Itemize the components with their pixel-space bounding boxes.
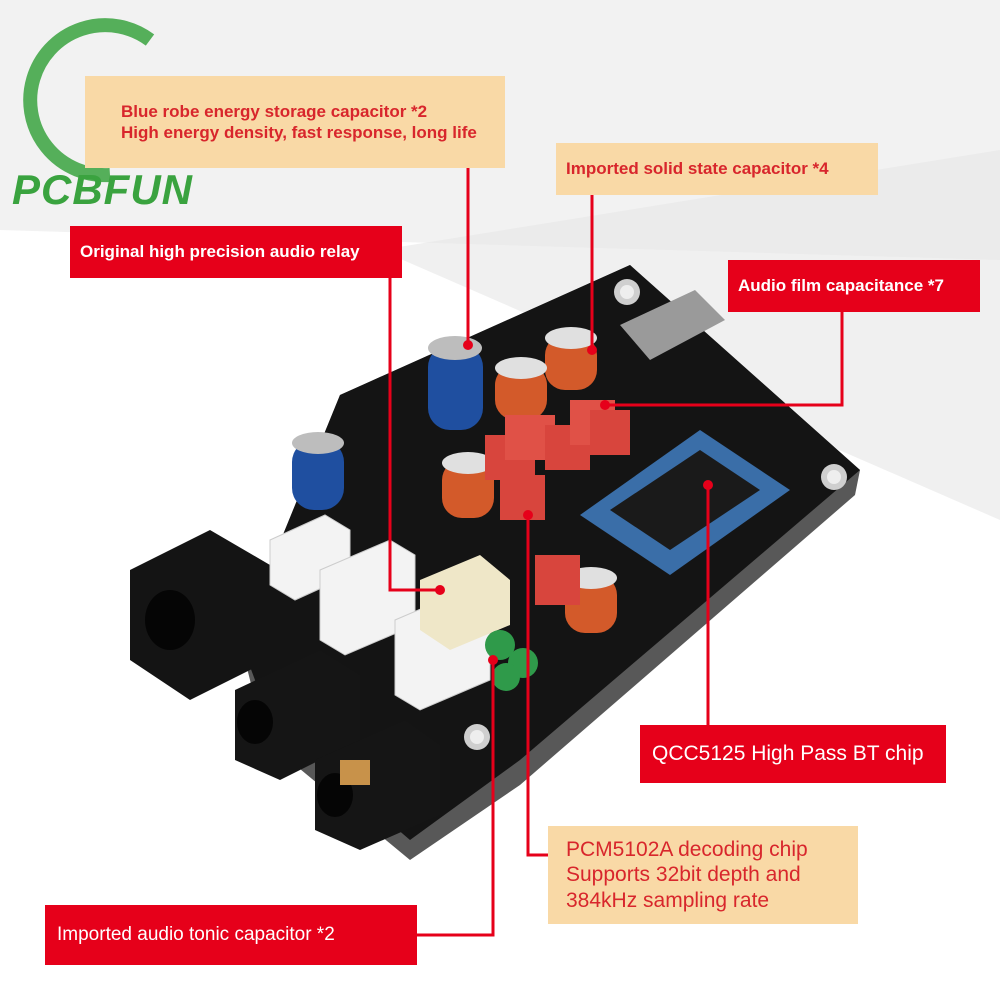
solid-capacitor-2	[495, 357, 547, 420]
callout-blue-robe-capacitor-line1: Blue robe energy storage capacitor *2	[121, 101, 428, 121]
callout-decoding-chip: PCM5102A decoding chip Supports 32bit de…	[548, 826, 858, 924]
leader-line-tonic-capacitor	[415, 660, 495, 937]
brand-logo-text: PCBFUN	[12, 166, 193, 213]
callout-solid-state-capacitor: Imported solid state capacitor *4	[556, 143, 878, 195]
callout-audio-relay: Original high precision audio relay	[70, 226, 402, 278]
leader-lines	[388, 165, 844, 937]
callout-blue-robe-capacitor: Blue robe energy storage capacitor *2 Hi…	[85, 76, 505, 168]
callout-bt-chip-text: QCC5125 High Pass BT chip	[652, 741, 924, 765]
leader-dots	[435, 340, 713, 665]
solid-capacitor-1	[545, 327, 597, 390]
audio-jack-2	[315, 720, 440, 850]
callout-tonic-capacitor-text: Imported audio tonic capacitor *2	[57, 924, 335, 946]
bt-module	[580, 430, 790, 575]
film-capacitors	[485, 400, 630, 605]
blue-capacitor-2	[292, 432, 344, 510]
solid-capacitor-3	[442, 452, 494, 518]
callout-bt-chip: QCC5125 High Pass BT chip	[640, 725, 946, 783]
callout-film-capacitance: Audio film capacitance *7	[728, 260, 980, 312]
audio-relay	[420, 555, 510, 650]
callout-solid-state-capacitor-text: Imported solid state capacitor *4	[566, 159, 829, 179]
tonic-capacitors	[485, 630, 538, 691]
leader-line-film-capacitance	[605, 310, 844, 407]
blue-capacitor-1	[428, 336, 483, 430]
callout-film-capacitance-text: Audio film capacitance *7	[738, 276, 944, 296]
callout-decoding-chip-line2: Supports 32bit depth and	[566, 863, 801, 887]
usb-c-port	[620, 290, 725, 360]
dc-power-jack	[130, 530, 270, 700]
callout-blue-robe-capacitor-line2: High energy density, fast response, long…	[121, 123, 477, 142]
leader-line-decoding-chip	[526, 515, 550, 857]
leader-line-relay	[388, 275, 440, 592]
callout-decoding-chip-line1: PCM5102A decoding chip	[566, 838, 808, 862]
callout-tonic-capacitor: Imported audio tonic capacitor *2	[45, 905, 417, 965]
audio-jack-1	[235, 650, 360, 780]
callout-audio-relay-text: Original high precision audio relay	[80, 242, 360, 262]
callout-decoding-chip-line3: 384kHz sampling rate	[566, 888, 770, 912]
